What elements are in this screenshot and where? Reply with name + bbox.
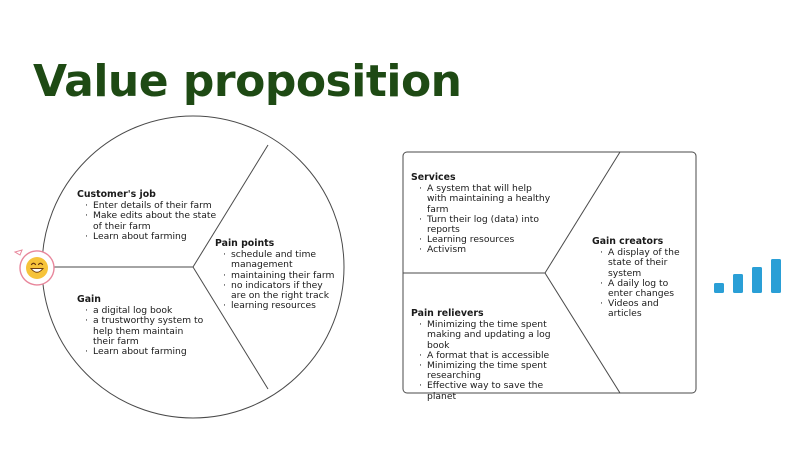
list-item: Minimizing the time spent making and upd… xyxy=(419,320,575,351)
page-title: Value proposition xyxy=(33,56,462,107)
list-item: Learning resources xyxy=(419,235,553,246)
list-item: A daily log to enter changes xyxy=(600,278,684,299)
list-item: a trustworthy system to help them mainta… xyxy=(85,316,205,347)
pain-relievers-heading: Pain relievers xyxy=(411,308,484,319)
bar-chart-icon xyxy=(714,259,781,293)
smiling-face-icon xyxy=(13,249,55,286)
list-item: Minimizing the time spent researching xyxy=(419,360,575,381)
list-item: a digital log book xyxy=(85,305,205,316)
list-item: Make edits about the state of their farm xyxy=(85,211,217,232)
list-item: no indicators if they are on the right t… xyxy=(223,280,337,301)
list-item: maintaining their farm xyxy=(223,270,337,281)
list-item: schedule and time management xyxy=(223,249,337,270)
list-item: learning resources xyxy=(223,301,337,312)
customers-job-heading: Customer's job xyxy=(77,189,156,200)
gain-creators-heading: Gain creators xyxy=(592,236,664,247)
list-item: Learn about farming xyxy=(85,231,217,242)
list-item: A system that will help with maintaining… xyxy=(419,184,553,215)
pain-points-heading: Pain points xyxy=(215,238,275,249)
services-heading: Services xyxy=(411,172,456,183)
list-item: A format that is accessible xyxy=(419,350,575,361)
gain-heading: Gain xyxy=(77,294,101,305)
pain-points-section: Pain points schedule and time management… xyxy=(215,238,337,312)
gain-section: Gain a digital log book a trustworthy sy… xyxy=(77,294,205,357)
pain-relievers-section: Pain relievers Minimizing the time spent… xyxy=(411,308,575,402)
list-item: Videos and articles xyxy=(600,299,684,320)
services-section: Services A system that will help with ma… xyxy=(411,172,553,256)
gain-creators-section: Gain creators A display of the state of … xyxy=(592,236,684,320)
list-item: Effective way to save the planet xyxy=(419,381,575,402)
customers-job-section: Customer's job Enter details of their fa… xyxy=(77,189,217,242)
list-item: Learn about farming xyxy=(85,346,205,357)
list-item: Enter details of their farm xyxy=(85,200,217,211)
list-item: Turn their log (data) into reports xyxy=(419,214,553,235)
list-item: Activism xyxy=(419,245,553,256)
list-item: A display of the state of their system xyxy=(600,248,684,279)
